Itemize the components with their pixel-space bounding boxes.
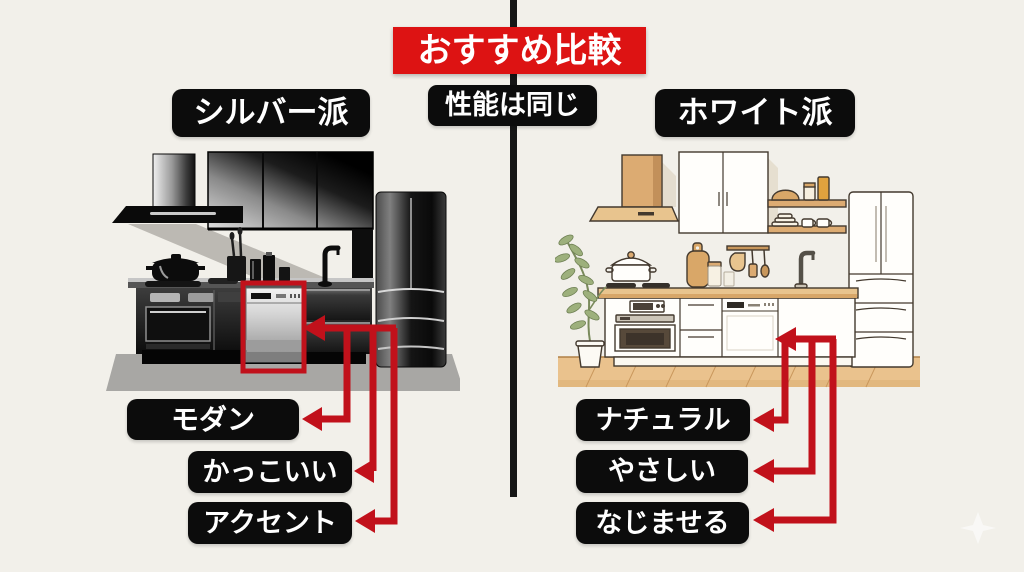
white-side-header: ホワイト派 bbox=[655, 89, 855, 137]
title-banner: おすすめ比較 bbox=[393, 27, 646, 74]
refrigerator-white bbox=[848, 191, 914, 368]
watermark-sparkle-icon bbox=[960, 512, 996, 544]
label-blend: なじませる bbox=[576, 502, 749, 544]
label-natural: ナチュラル bbox=[576, 399, 750, 441]
base-cabinets-white bbox=[597, 287, 859, 367]
range-hood bbox=[112, 153, 243, 223]
potted-plant bbox=[555, 234, 607, 368]
white-kitchen-illustration bbox=[555, 151, 920, 388]
faucet bbox=[794, 250, 816, 290]
wood-range-hood bbox=[588, 154, 680, 222]
open-shelves bbox=[767, 176, 847, 234]
label-cool: かっこいい bbox=[188, 451, 352, 493]
center-divider bbox=[510, 0, 517, 497]
dishwasher-white bbox=[722, 302, 778, 351]
label-accent: アクセント bbox=[188, 502, 352, 544]
label-modern: モダン bbox=[127, 399, 299, 440]
label-gentle: やさしい bbox=[576, 450, 748, 493]
upper-cabinet-white bbox=[678, 151, 778, 234]
refrigerator bbox=[375, 191, 447, 368]
silver-kitchen-illustration bbox=[106, 151, 460, 391]
silver-side-header: シルバー派 bbox=[172, 89, 370, 137]
cutting-board bbox=[686, 242, 735, 288]
dishwasher-silver bbox=[245, 287, 304, 363]
subtitle-badge: 性能は同じ bbox=[428, 85, 597, 126]
hanging-utensils bbox=[726, 245, 770, 278]
counter-items bbox=[145, 227, 341, 287]
pot-on-stove bbox=[605, 251, 670, 288]
